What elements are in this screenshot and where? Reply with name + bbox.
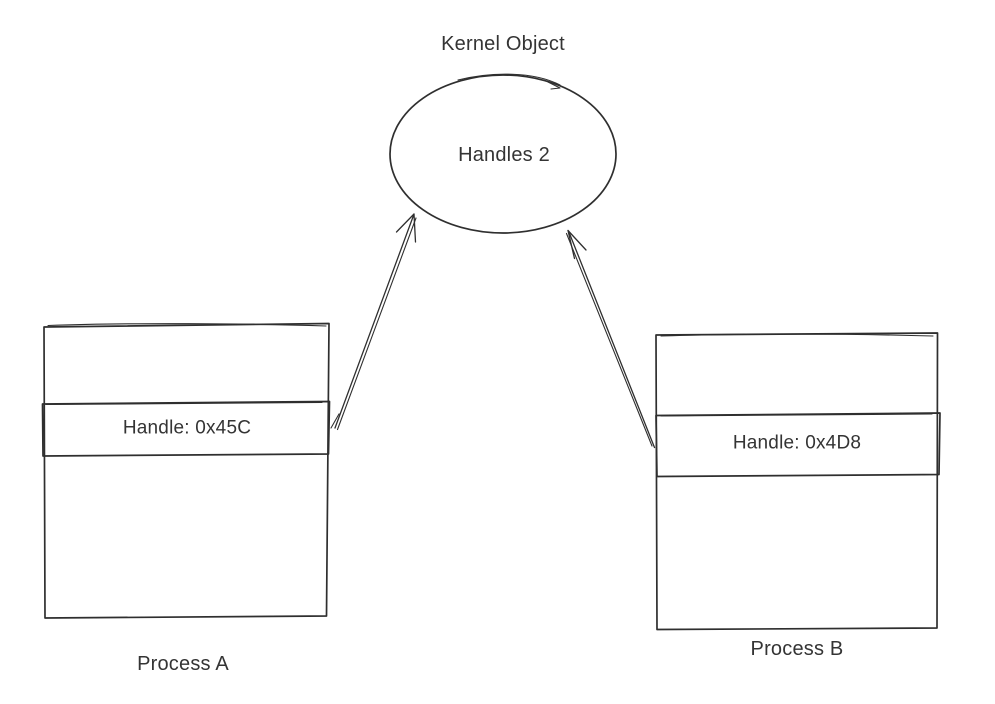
arrow-b-head-left xyxy=(567,229,576,260)
process-b-handle-label: Handle: 0x4D8 xyxy=(732,432,862,454)
arrow-a-to-kernel xyxy=(330,213,417,431)
kernel-object-shape xyxy=(389,74,617,234)
arrow-b-line-overdraw xyxy=(565,232,653,447)
process-a-box xyxy=(41,322,331,619)
arrow-a-line xyxy=(334,214,415,429)
process-a-rect xyxy=(43,322,330,619)
arrow-a-head-right xyxy=(413,213,417,243)
process-a-band-overdraw xyxy=(45,401,323,406)
process-a-overdraw xyxy=(47,323,327,327)
process-a-handle-label: Handle: 0x45C xyxy=(122,417,252,439)
process-b-label: Process B xyxy=(750,638,844,660)
arrow-b-line xyxy=(567,230,656,449)
kernel-object-title: Kernel Object xyxy=(441,33,565,55)
arrow-b-head-right xyxy=(567,229,587,251)
arrow-a-head-left xyxy=(395,213,415,233)
arrow-b-to-kernel xyxy=(565,229,656,449)
arrow-a-tail-overdraw xyxy=(330,413,340,429)
process-b-box xyxy=(655,332,941,631)
process-b-band-overdraw xyxy=(660,413,933,417)
process-a-handle-band xyxy=(41,400,331,457)
kernel-object-overdraw-tick xyxy=(547,81,561,90)
process-b-rect xyxy=(655,332,939,631)
kernel-object-handles-label: Handles 2 xyxy=(458,144,550,166)
process-b-handle-band xyxy=(655,412,941,478)
process-a-label: Process A xyxy=(137,653,229,675)
kernel-object-overdraw xyxy=(457,73,561,86)
kernel-object-ellipse xyxy=(389,73,617,234)
process-b-overdraw xyxy=(660,333,934,337)
arrow-a-line-overdraw xyxy=(336,217,417,431)
